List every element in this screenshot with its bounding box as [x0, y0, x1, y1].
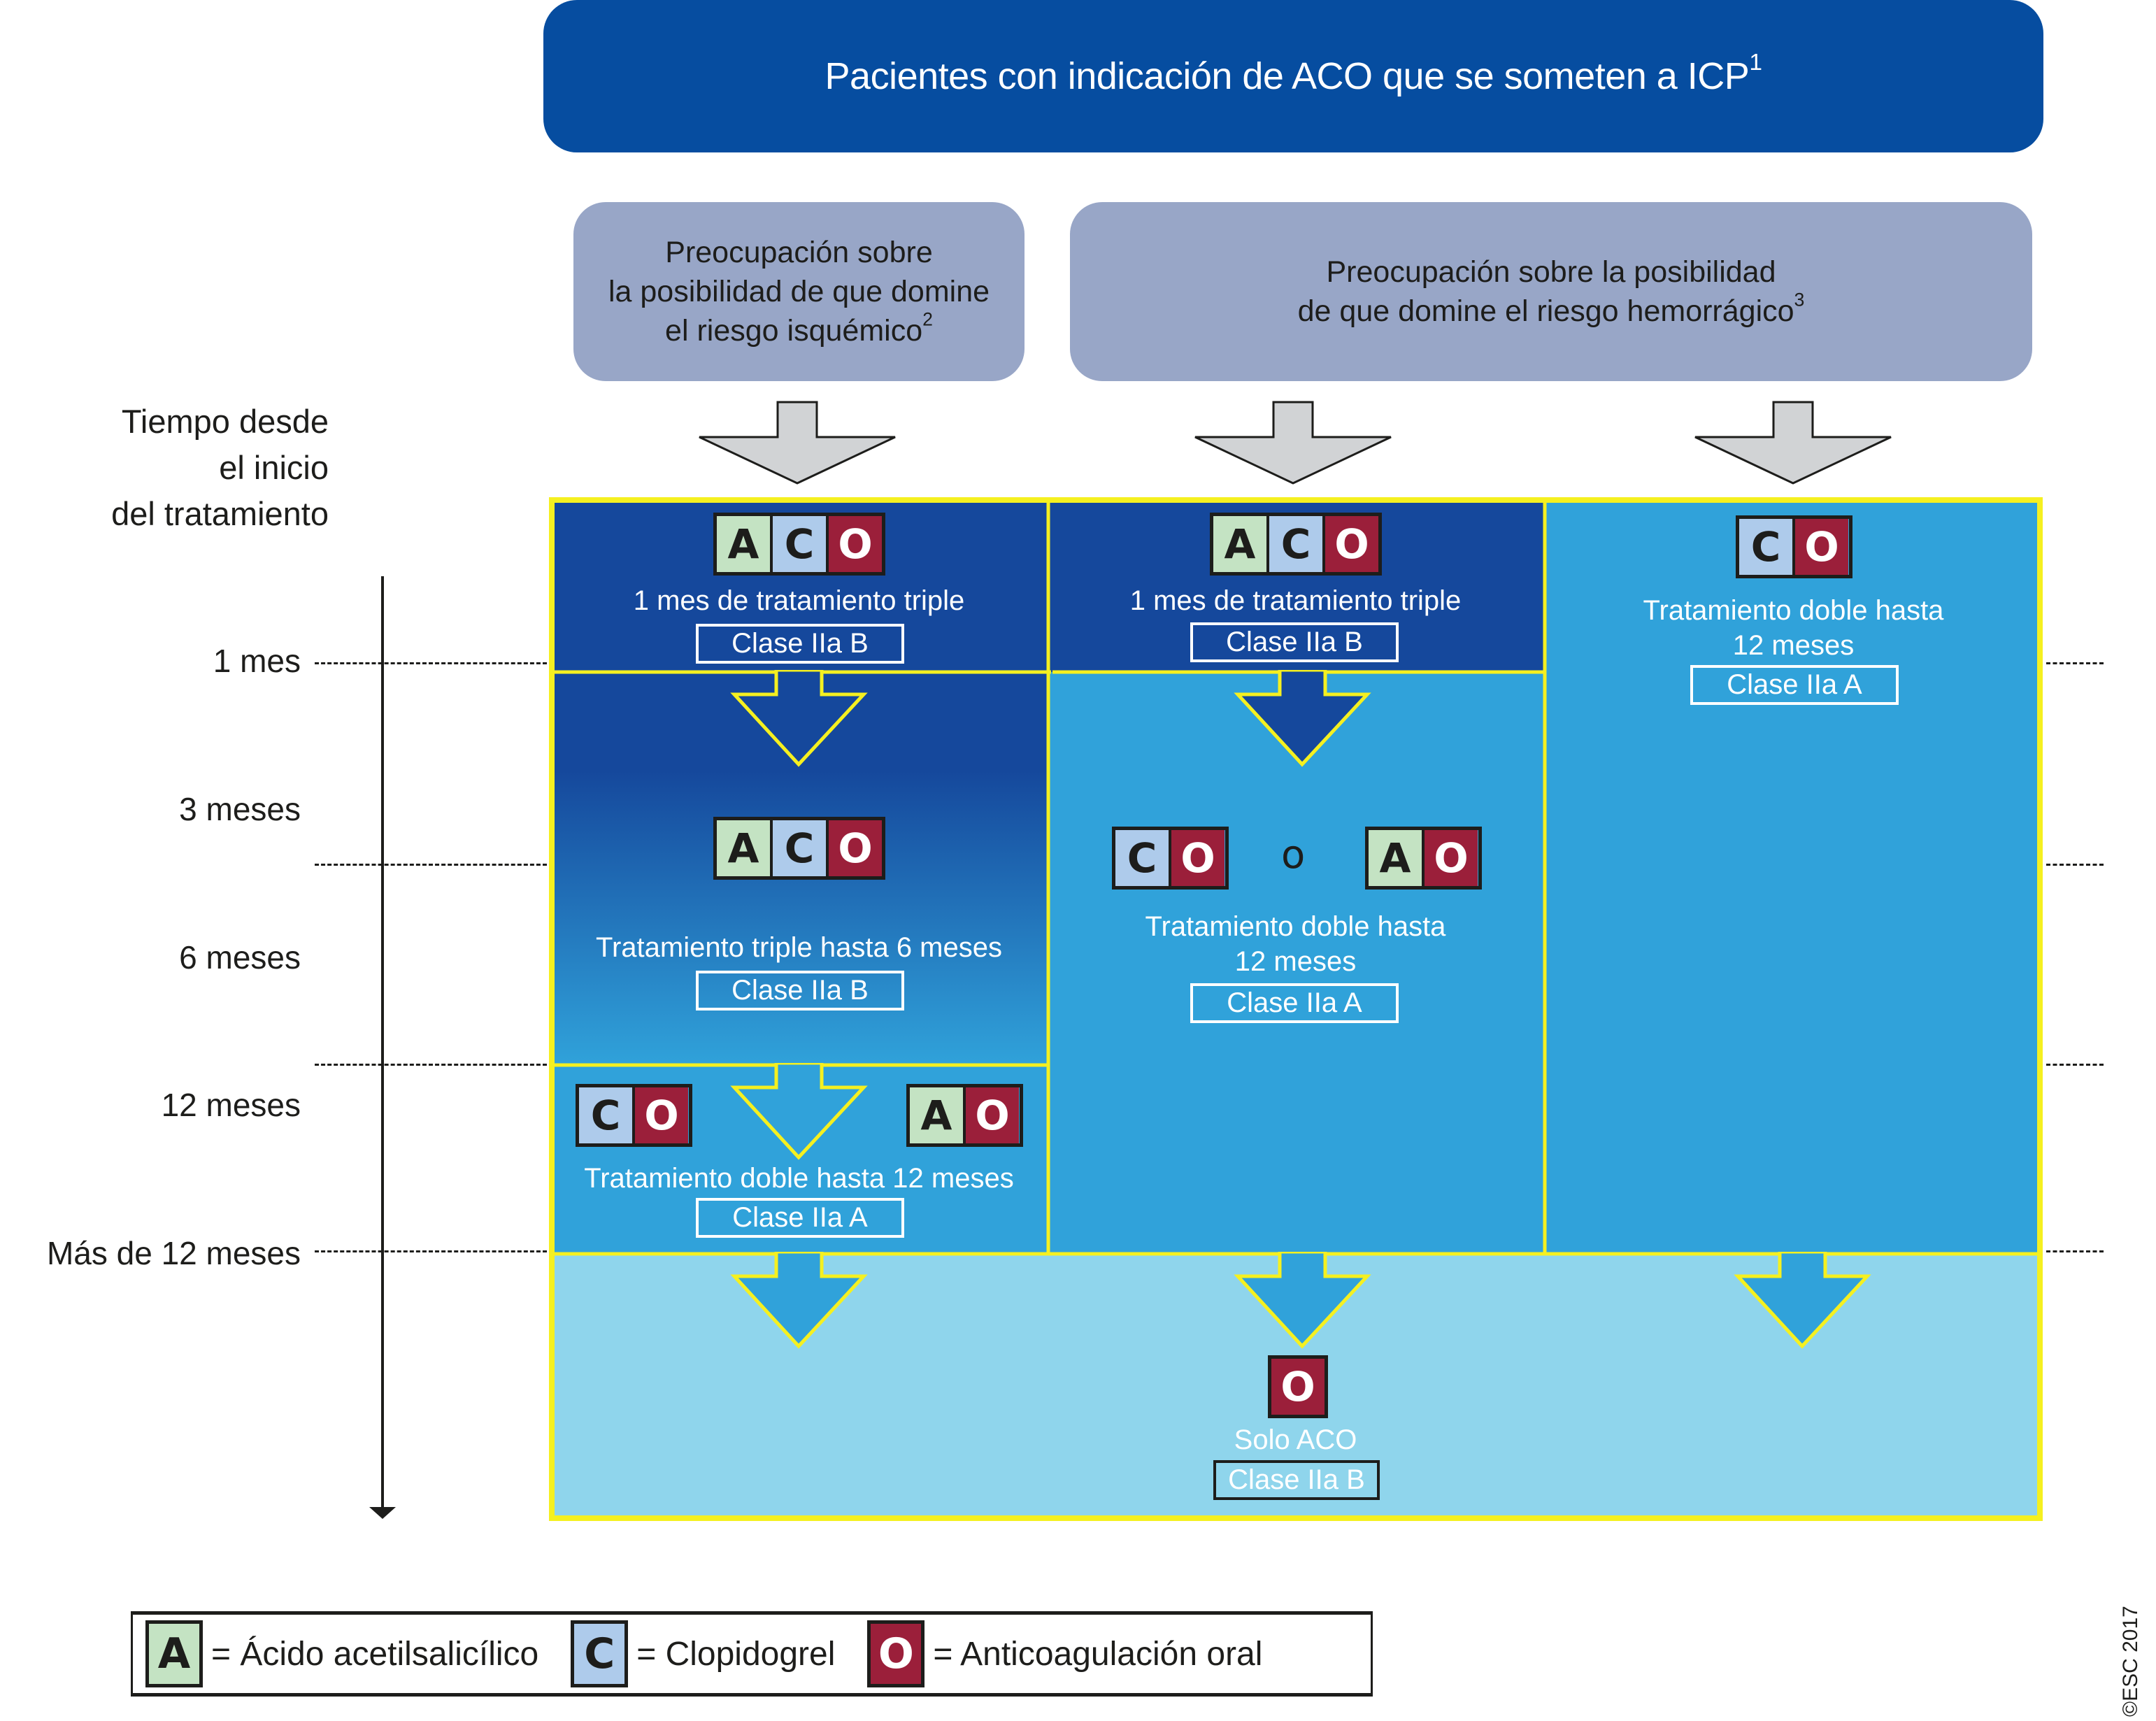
gridline-right-1 [2046, 662, 2104, 664]
stage-description: 1 mes de tratamiento triple [1129, 585, 1462, 616]
tick-over-12-months: Más de 12 meses [46, 1235, 301, 1271]
clopidogrel-icon: C [579, 1087, 632, 1143]
recommendation-class: Clase IIa A [1190, 983, 1399, 1023]
legend-clopidogrel-swatch: C [571, 1620, 629, 1687]
aspirin-icon: A [1369, 830, 1422, 886]
aspirin-icon: A [149, 1624, 199, 1684]
recommendation-class: Clase IIa A [1690, 665, 1899, 705]
clopidogrel-icon: C [770, 516, 826, 572]
drug-combo-ao: A O [1365, 827, 1482, 890]
gridline-3-months [315, 864, 547, 866]
stage-description: Tratamiento doble hasta 12 meses [584, 1163, 1014, 1194]
oac-icon: O [826, 516, 882, 572]
stage-description: Tratamiento triple hasta 6 meses [596, 932, 1002, 963]
drug-combo-co: C O [576, 1084, 692, 1147]
recommendation-class: Clase IIa B [1190, 622, 1399, 662]
legend-clopidogrel-label: = Clopidogrel [636, 1635, 836, 1673]
final-recommendation-class: Clase IIa B [1213, 1460, 1380, 1500]
stage-description: Tratamiento doble hasta 12 meses [1145, 911, 1446, 977]
down-arrow-icon [699, 401, 896, 485]
legend-oac-swatch: O [867, 1620, 925, 1687]
oac-icon: O [1422, 830, 1478, 886]
aspirin-icon: A [717, 516, 770, 572]
drug-combo-o: O [1268, 1355, 1328, 1418]
oac-icon: O [871, 1624, 922, 1684]
copyright-notice: ©ESC 2017 [2119, 1606, 2142, 1717]
down-arrow-icon [730, 670, 868, 767]
oac-icon: O [1271, 1359, 1325, 1415]
legend-oac-label: = Anticoagulación oral [933, 1635, 1263, 1673]
bleeding-dual-region [1545, 500, 2040, 1254]
drug-combo-ao: A O [906, 1084, 1023, 1147]
oac-icon: O [632, 1087, 688, 1143]
recommendation-class: Clase IIa B [696, 971, 904, 1011]
oac-icon: O [1322, 516, 1378, 572]
clopidogrel-icon: C [574, 1624, 625, 1684]
or-separator: o [1281, 832, 1306, 878]
stage-description: Tratamiento doble hasta 12 meses [1643, 595, 1944, 661]
clopidogrel-icon: C [1115, 830, 1169, 886]
gridline-right-3 [2046, 1064, 2104, 1066]
gridline-right-2 [2046, 864, 2104, 866]
aspirin-icon: A [910, 1087, 963, 1143]
title-text: Pacientes con indicación de ACO que se s… [824, 50, 1762, 97]
stage-description: 1 mes de tratamiento triple [633, 585, 965, 616]
legend: A = Ácido acetilsalicílico C = Clopidogr… [131, 1611, 1373, 1697]
drug-combo-aco: A C O [713, 513, 885, 576]
axis-arrowhead-icon [369, 1507, 396, 1519]
drug-combo-aco: A C O [713, 817, 885, 880]
gridline-12-months [315, 1250, 547, 1252]
oac-icon: O [1792, 519, 1848, 575]
clopidogrel-icon: C [770, 820, 826, 876]
recommendation-class: Clase IIa A [696, 1198, 904, 1238]
final-description: Solo ACO [1234, 1424, 1357, 1455]
drug-combo-co: C O [1736, 515, 1852, 578]
oac-icon: O [826, 820, 882, 876]
down-arrow-icon [730, 1063, 868, 1160]
legend-aspirin-swatch: A [145, 1620, 203, 1687]
oac-icon: O [963, 1087, 1019, 1143]
down-arrow-icon [1734, 1252, 1871, 1349]
down-arrow-icon [1234, 670, 1371, 767]
aspirin-icon: A [717, 820, 770, 876]
oac-icon: O [1169, 830, 1225, 886]
tick-3-months: 3 meses [179, 791, 301, 827]
down-arrow-icon [730, 1252, 868, 1349]
timeline-title: Tiempo desde el inicio del tratamiento [111, 403, 329, 532]
tick-1-month: 1 mes [213, 643, 301, 679]
tick-6-months: 6 meses [179, 939, 301, 976]
down-arrow-icon [1694, 401, 1892, 485]
gridline-6-months [315, 1064, 547, 1066]
gridline-right-4 [2046, 1250, 2104, 1252]
ischemic-concern-box: Preocupación sobre la posibilidad de que… [573, 202, 1025, 381]
down-arrow-icon [1234, 1252, 1371, 1349]
recommendation-class: Clase IIa B [696, 624, 904, 664]
clopidogrel-icon: C [1739, 519, 1792, 575]
clopidogrel-icon: C [1266, 516, 1322, 572]
title-banner: Pacientes con indicación de ACO que se s… [543, 0, 2043, 152]
legend-aspirin-label: = Ácido acetilsalicílico [211, 1635, 539, 1673]
aspirin-icon: A [1213, 516, 1266, 572]
tick-12-months: 12 meses [161, 1087, 301, 1123]
bleeding-concern-box: Preocupación sobre la posibilidad de que… [1070, 202, 2032, 381]
down-arrow-icon [1194, 401, 1392, 485]
gridline-1-month [315, 662, 547, 664]
drug-combo-co: C O [1112, 827, 1229, 890]
drug-combo-aco: A C O [1210, 513, 1382, 576]
timeline-axis [369, 576, 396, 1519]
